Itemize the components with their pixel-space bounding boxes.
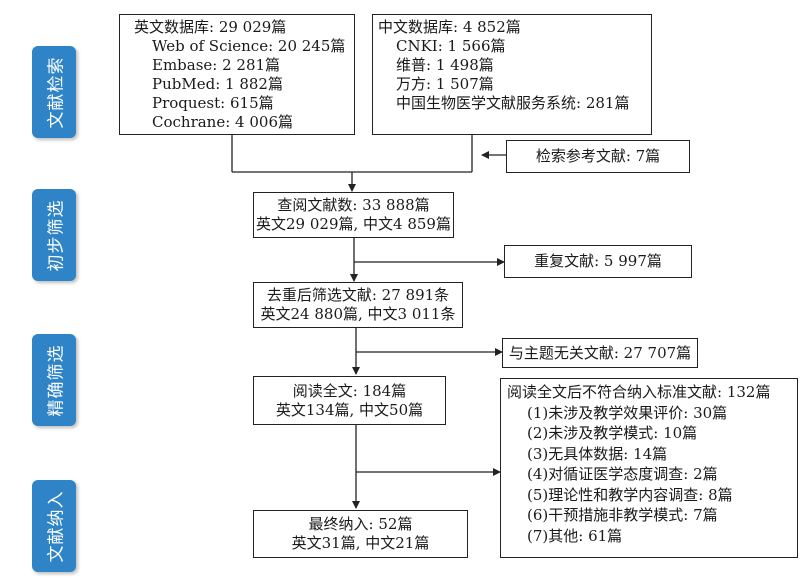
dedup-screening-line: 去重后筛选文献: 27 891条 [266, 286, 450, 304]
irrelevant-text: 与主题无关文献: 27 707篇 [508, 343, 692, 362]
excluded-item: (1)未涉及教学效果评价: 30篇 [527, 403, 728, 422]
excluded-title: 阅读全文后不符合纳入标准文献: 132篇 [507, 383, 771, 401]
final-inclusion-line: 最终纳入: 52篇 [308, 515, 413, 533]
excluded-item: (3)无具体数据: 14篇 [527, 444, 668, 463]
english-database-box: 英文数据库: 29 029篇 Web of Science: 20 245篇 E… [119, 14, 355, 135]
english-database-item: Embase: 2 281篇 [152, 56, 281, 74]
stage-label-inclusion: 文献纳入 [32, 480, 76, 572]
fulltext-box: 阅读全文: 184篇 英文134篇, 中文50篇 [253, 376, 446, 425]
fulltext-line: 阅读全文: 184篇 [292, 381, 407, 400]
stage-label-text: 文献纳入 [46, 490, 67, 562]
stage-label-precise-screening: 精确筛选 [32, 334, 76, 426]
stage-label-text: 初步筛选 [46, 199, 67, 271]
english-database-item: Web of Science: 20 245篇 [152, 37, 346, 55]
reviewed-documents-line: 英文29 029篇, 中文4 859篇 [256, 215, 451, 233]
chinese-database-item: CNKI: 1 566篇 [396, 37, 506, 55]
english-database-title: 英文数据库: 29 029篇 [134, 18, 287, 36]
duplicates-text: 重复文献: 5 997篇 [534, 252, 662, 270]
excluded-item: (6)干预措施非教学模式: 7篇 [527, 506, 718, 524]
excluded-item: (4)对循证医学态度调查: 2篇 [527, 465, 718, 483]
reviewed-documents-line: 查阅文献数: 33 888篇 [277, 196, 430, 214]
chinese-database-title: 中文数据库: 4 852篇 [378, 18, 521, 36]
english-database-item: Proquest: 615篇 [152, 94, 274, 112]
chinese-database-box: 中文数据库: 4 852篇 CNKI: 1 566篇 维普: 1 498篇 万方… [372, 14, 652, 135]
stage-label-text: 精确筛选 [46, 344, 67, 416]
final-inclusion-line: 英文31篇, 中文21篇 [291, 534, 430, 552]
duplicates-box: 重复文献: 5 997篇 [504, 245, 692, 278]
fulltext-line: 英文134篇, 中文50篇 [275, 400, 424, 419]
excluded-item: (7)其他: 61篇 [527, 526, 623, 545]
chinese-database-item: 万方: 1 507篇 [396, 75, 494, 93]
reference-documents-box: 检索参考文献: 7篇 [506, 140, 690, 173]
excluded-box: 阅读全文后不符合纳入标准文献: 132篇 (1)未涉及教学效果评价: 30篇 (… [500, 378, 798, 558]
chinese-database-item: 维普: 1 498篇 [396, 56, 494, 74]
excluded-item: (2)未涉及教学模式: 10篇 [527, 424, 698, 442]
dedup-screening-line: 英文24 880篇, 中文3 011条 [260, 305, 456, 323]
dedup-screening-box: 去重后筛选文献: 27 891条 英文24 880篇, 中文3 011条 [253, 282, 463, 328]
english-database-item: PubMed: 1 882篇 [152, 75, 283, 93]
stage-label-text: 文献检索 [46, 56, 67, 128]
irrelevant-box: 与主题无关文献: 27 707篇 [502, 338, 698, 368]
stage-label-initial-screening: 初步筛选 [32, 189, 76, 281]
stage-label-retrieval: 文献检索 [32, 46, 76, 138]
final-inclusion-box: 最终纳入: 52篇 英文31篇, 中文21篇 [253, 510, 468, 558]
reference-documents-text: 检索参考文献: 7篇 [535, 147, 661, 165]
reviewed-documents-box: 查阅文献数: 33 888篇 英文29 029篇, 中文4 859篇 [253, 192, 454, 238]
excluded-item: (5)理论性和教学内容调查: 8篇 [527, 485, 733, 504]
english-database-item: Cochrane: 4 006篇 [152, 113, 293, 131]
chinese-database-item: 中国生物医学文献服务系统: 281篇 [396, 94, 630, 112]
